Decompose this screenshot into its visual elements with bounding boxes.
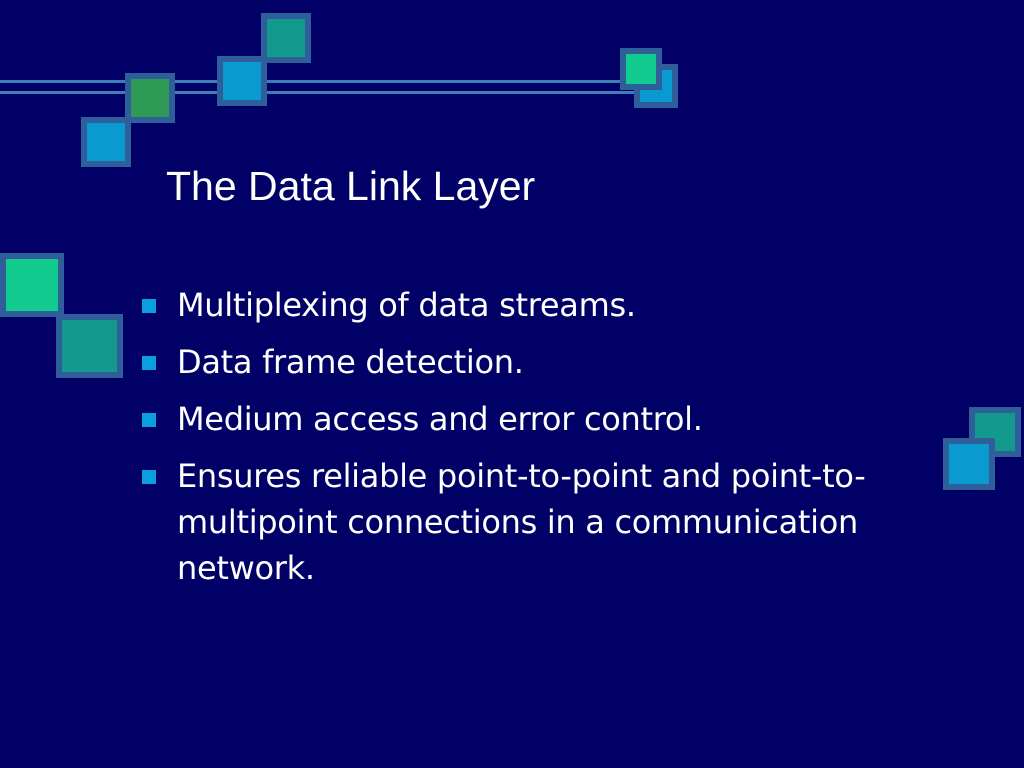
bullet-text: Data frame detection. [177, 343, 524, 381]
decorative-square [943, 438, 995, 490]
decorative-square [0, 253, 64, 317]
bullet-text: Ensures reliable point-to-point and poin… [177, 457, 866, 587]
decorative-square [125, 73, 175, 123]
square-bullet-icon [142, 413, 156, 427]
square-bullet-icon [142, 470, 156, 484]
bullet-item: Multiplexing of data streams. [140, 282, 900, 328]
decorative-square [620, 48, 662, 90]
decorative-square [261, 13, 311, 63]
decorative-square [56, 314, 123, 378]
bullet-list: Multiplexing of data streams. Data frame… [140, 282, 900, 602]
decorative-square [217, 56, 267, 106]
decorative-rule [0, 80, 664, 94]
square-bullet-icon [142, 299, 156, 313]
bullet-text: Multiplexing of data streams. [177, 286, 636, 324]
decorative-square [81, 117, 131, 167]
bullet-text: Medium access and error control. [177, 400, 703, 438]
bullet-item: Data frame detection. [140, 339, 900, 385]
slide-title: The Data Link Layer [166, 163, 536, 209]
bullet-item: Ensures reliable point-to-point and poin… [140, 453, 900, 591]
bullet-item: Medium access and error control. [140, 396, 900, 442]
square-bullet-icon [142, 356, 156, 370]
